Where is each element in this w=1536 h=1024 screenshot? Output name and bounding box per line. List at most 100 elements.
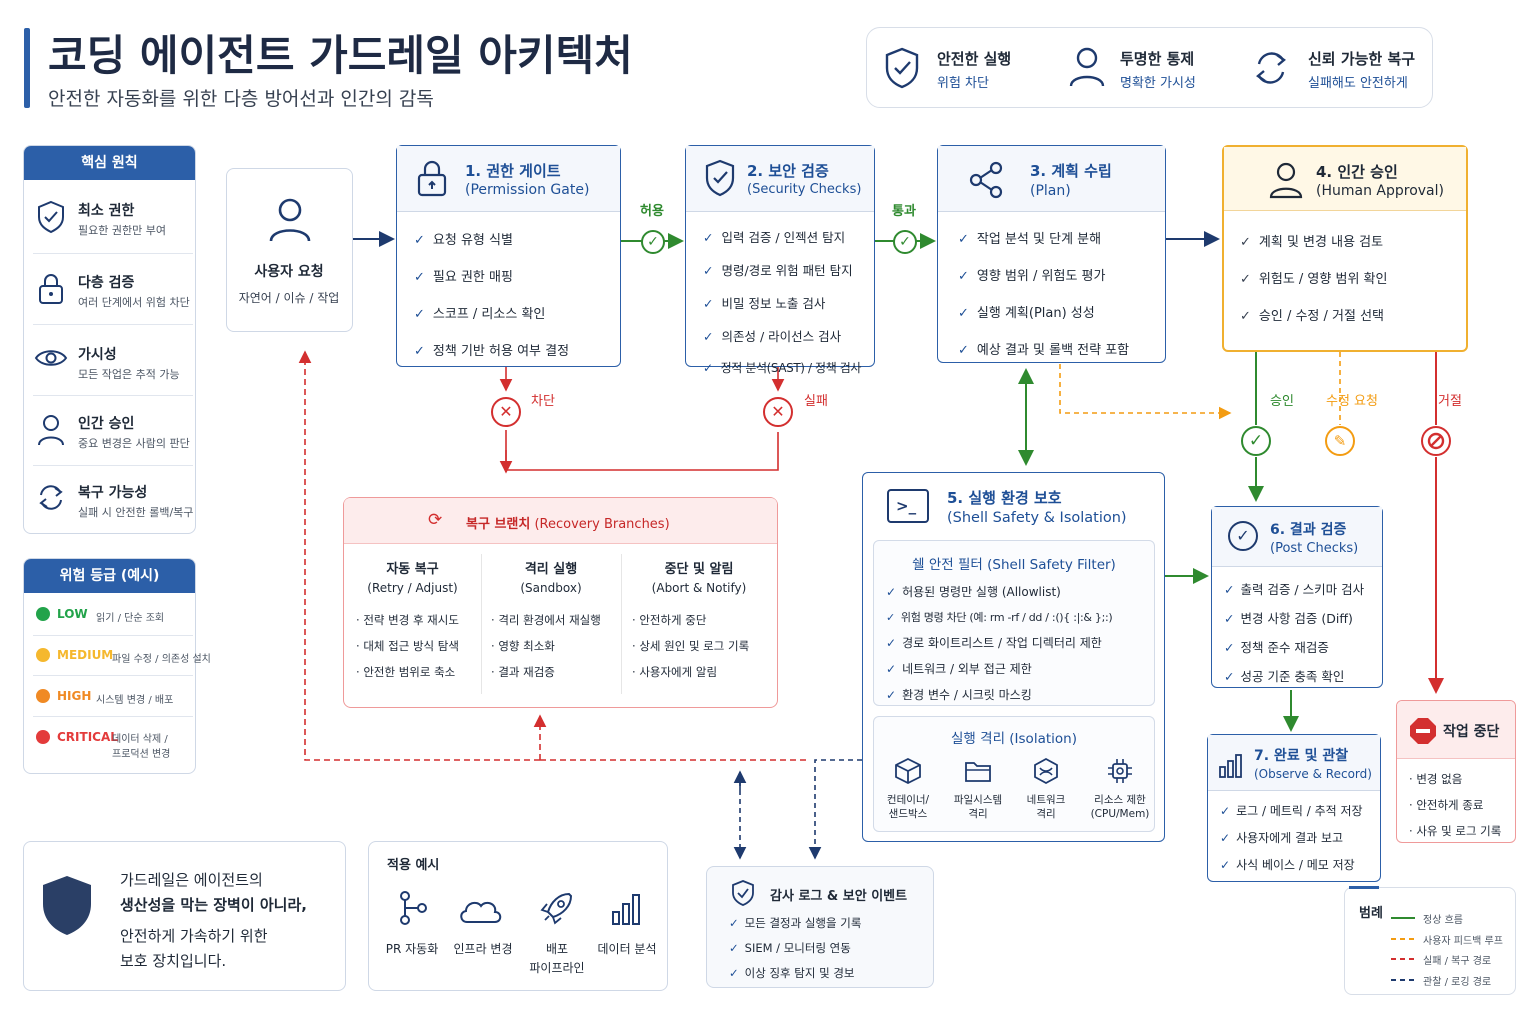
- list-item: · 사유 및 로그 기록: [1409, 824, 1502, 838]
- principle-sub: 여러 단계에서 위험 차단: [78, 296, 190, 309]
- list-item: ✓출력 검증 / 스키마 검사: [1224, 582, 1365, 597]
- user-request-title: 사용자 요청: [254, 264, 324, 280]
- list-item: ✓계획 및 변경 내용 검토: [1240, 235, 1384, 250]
- list-item: ✓변경 사항 검증 (Diff): [1224, 611, 1353, 626]
- person-icon: [36, 413, 66, 451]
- lock-icon: [36, 272, 66, 310]
- step6-card: ✓ 6. 결과 검증 (Post Checks) ✓출력 검증 / 스키마 검사…: [1211, 506, 1383, 688]
- shield-check-icon: [36, 200, 66, 238]
- list-item: ✓사용자에게 결과 보고: [1220, 831, 1344, 845]
- list-item: ✓스코프 / 리소스 확인: [414, 307, 546, 322]
- principle-title: 다층 검증: [78, 275, 135, 291]
- git-branch-icon: [397, 890, 429, 930]
- quote-card: 가드레일은 에이전트의 생산성을 막는 장벽이 아니라, 안전하게 가속하기 위…: [23, 841, 346, 991]
- list-item: · 안전하게 종료: [1409, 798, 1484, 812]
- reject-ban-icon: [1421, 426, 1451, 456]
- list-item: · 사용자에게 알림: [632, 665, 718, 679]
- path-block-fail-join: [505, 430, 779, 471]
- list-item: · 결과 재검증: [491, 665, 555, 679]
- step7-title: 7. 완료 및 관찰: [1254, 748, 1349, 764]
- person-icon: [1067, 44, 1107, 94]
- list-item: · 안전한 범위로 축소: [356, 665, 456, 679]
- principle-sub: 필요한 권한만 부여: [78, 224, 166, 237]
- abort-title: 작업 중단: [1443, 724, 1500, 740]
- legend-label: 관찰 / 로깅 경로: [1423, 977, 1492, 988]
- user-request-card[interactable]: 사용자 요청 자연어 / 이슈 / 작업: [226, 168, 353, 332]
- example-label: 인프라 변경: [453, 942, 513, 956]
- list-item: ✓사식 베이스 / 메모 저장: [1220, 858, 1355, 872]
- examples-title: 적용 예시: [387, 858, 440, 873]
- person-icon: [1268, 160, 1304, 204]
- legend-label: 사용자 피드백 루프: [1423, 936, 1503, 947]
- folder-icon: [964, 759, 992, 787]
- risk-dot-high: [36, 689, 50, 703]
- list-item: ✓로그 / 메트릭 / 추적 저장: [1220, 804, 1363, 818]
- step5-card: >_ 5. 실행 환경 보호 (Shell Safety & Isolation…: [862, 472, 1165, 842]
- legend-lines: [1391, 917, 1415, 981]
- risk-dot-low: [36, 607, 50, 621]
- step7-sub: (Observe & Record): [1254, 767, 1372, 781]
- bar-chart-icon: [611, 892, 643, 930]
- person-icon: [267, 195, 313, 249]
- list-item: ✓SIEM / 모니터링 연동: [729, 941, 851, 955]
- principle-title: 최소 권한: [78, 203, 135, 219]
- recovery-col-title: 중단 및 알림: [664, 562, 734, 577]
- step4-title: 4. 인간 승인: [1316, 163, 1398, 181]
- step4-card: 4. 인간 승인 (Human Approval) ✓계획 및 변경 내용 검토…: [1222, 145, 1468, 352]
- quote-line: 가드레일은 에이전트의: [120, 871, 263, 889]
- example-label: PR 자동화: [385, 942, 439, 956]
- share-nodes-icon: [968, 161, 1004, 203]
- risk-level-desc: 데이터 삭제 / 프로덕션 변경: [112, 734, 171, 760]
- step5-title: 5. 실행 환경 보호: [947, 489, 1062, 507]
- list-item: ✓필요 권한 매핑: [414, 270, 513, 285]
- list-item: ✓정적 분석(SAST) / 정책 검사: [703, 361, 862, 375]
- list-item: ✓네트워크 / 외부 접근 제한: [886, 662, 1032, 676]
- principles-panel: 핵심 원칙: [23, 145, 196, 534]
- quote-line: 보호 장치입니다.: [120, 952, 227, 970]
- approve-check-icon: ✓: [1241, 426, 1271, 456]
- path-recovery-to-user: [298, 350, 540, 761]
- legend-title: 범례: [1359, 906, 1383, 921]
- risk-level-name: LOW: [57, 607, 88, 621]
- lock-icon: [415, 159, 449, 203]
- badge-title: 신뢰 가능한 복구: [1308, 50, 1416, 68]
- recovery-title: 복구 브랜치: [466, 517, 531, 532]
- list-item: ✓이상 징후 탐지 및 경보: [729, 966, 855, 980]
- risk-level-desc: 파일 수정 / 의존성 설치: [112, 654, 211, 665]
- refresh-icon: [36, 482, 66, 516]
- list-item: ✓명령/경로 위험 패턴 탐지: [703, 263, 853, 278]
- step3-title: 3. 계획 수립: [1030, 162, 1112, 180]
- cloud-icon: [457, 894, 503, 930]
- shield-check-icon: [883, 46, 921, 94]
- fail-x-icon: ✕: [763, 397, 793, 427]
- step1-sub: (Permission Gate): [465, 182, 590, 198]
- step1-title: 1. 권한 게이트: [465, 162, 561, 180]
- quote-line: 안전하게 가속하기 위한: [120, 927, 268, 945]
- check-circle-icon: ✓: [1228, 521, 1258, 551]
- path-feedback-loop: [1059, 364, 1232, 420]
- step6-sub: (Post Checks): [1270, 541, 1359, 556]
- badge-sub: 명확한 가시성: [1120, 76, 1196, 91]
- recovery-col-title: 자동 복구: [386, 562, 439, 577]
- example-label: 데이터 분석: [597, 942, 657, 956]
- stop-sign-icon: [1409, 717, 1437, 749]
- list-item: ✓영향 범위 / 위험도 평가: [958, 269, 1106, 284]
- risk-level-desc: 읽기 / 단순 조회: [96, 613, 165, 624]
- recovery-panel: ⟳ 복구 브랜치 (Recovery Branches) 자동 복구 (Retr…: [343, 497, 778, 708]
- step2-sub: (Security Checks): [747, 182, 862, 197]
- risk-level-name: CRITICAL: [57, 730, 118, 744]
- list-item: ✓위험 명령 차단 (예: rm -rf / dd / :(){ :|:& };…: [886, 611, 1113, 624]
- legend-card: 범례 정상 흐름 사용자 피드백 루프 실패 / 복구 경로 관찰 / 로깅 경…: [1344, 886, 1516, 995]
- title-accent-bar: [24, 28, 30, 108]
- list-item: · 영향 최소화: [491, 639, 555, 653]
- recovery-col-sub: (Retry / Adjust): [367, 581, 458, 595]
- step3-sub: (Plan): [1030, 183, 1071, 199]
- label-pass: 통과: [892, 204, 916, 219]
- label-fail: 실패: [804, 394, 828, 409]
- path-log-2: [808, 759, 862, 860]
- step1-card: 1. 권한 게이트 (Permission Gate) ✓요청 유형 식별 ✓필…: [396, 145, 621, 367]
- recovery-col-sub: (Abort & Notify): [651, 581, 747, 595]
- step1-list: ✓요청 유형 식별 ✓필요 권한 매핑 ✓스코프 / 리소스 확인 ✓정책 기반…: [414, 229, 569, 370]
